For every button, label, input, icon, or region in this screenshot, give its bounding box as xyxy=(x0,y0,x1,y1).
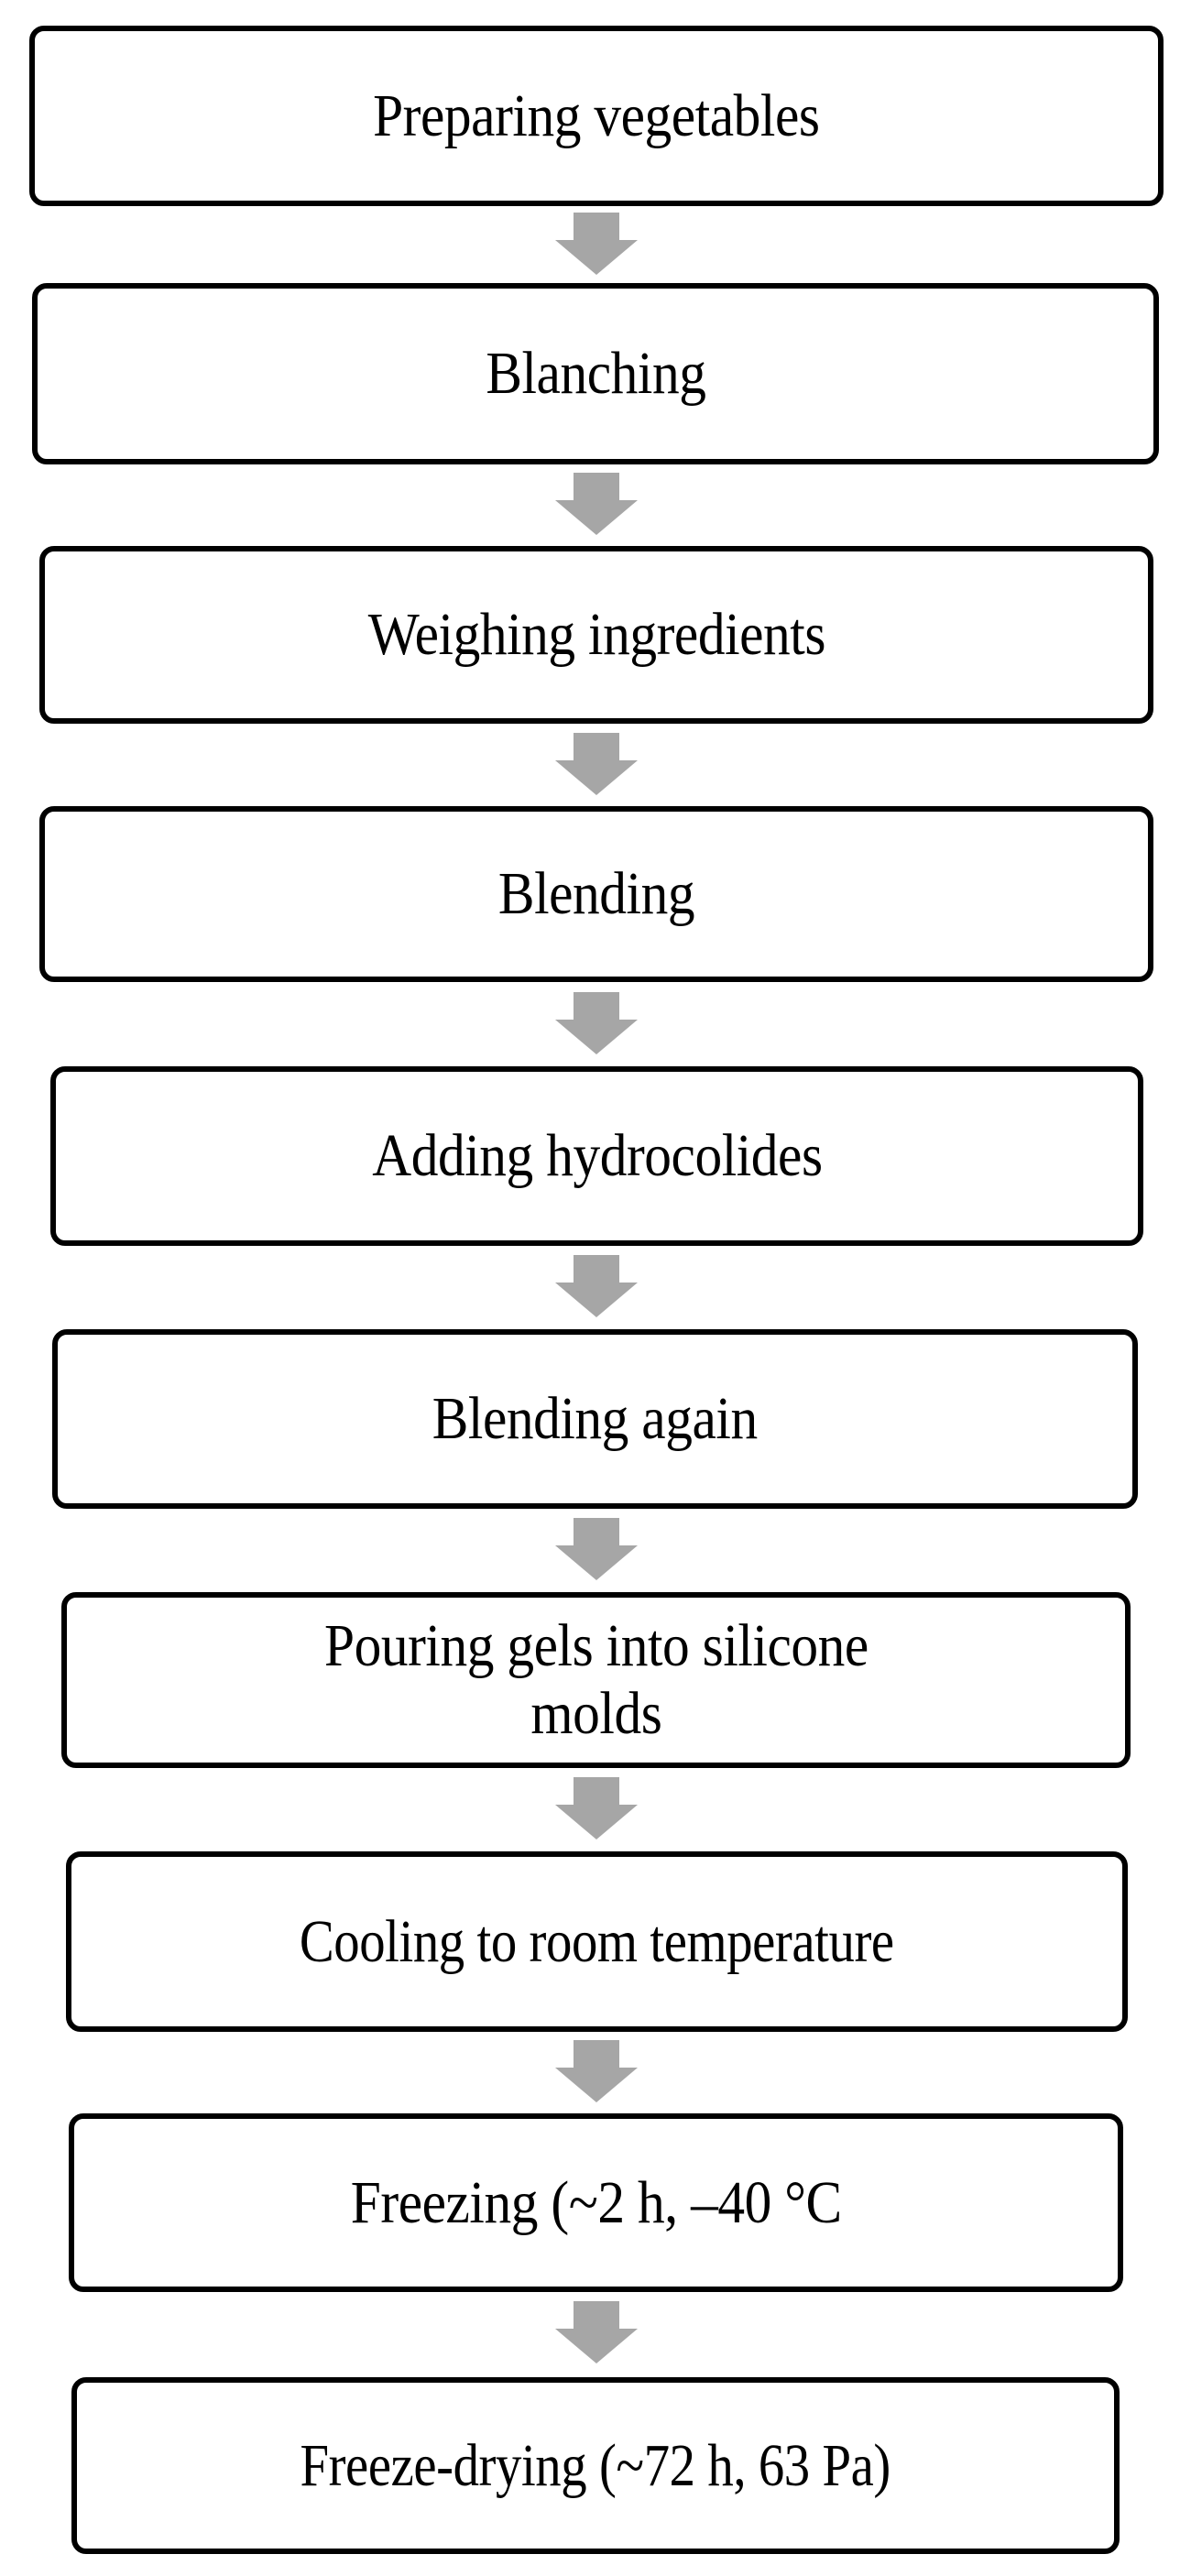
step-box-adding-hydrocolides: Adding hydrocolides xyxy=(50,1066,1143,1246)
step-box-preparing-vegetables: Preparing vegetables xyxy=(29,26,1164,206)
step-label: Freezing (~2 h, –40 °C xyxy=(350,2168,842,2236)
down-arrow-icon xyxy=(555,2301,638,2363)
step-label: Freeze-drying (~72 h, 63 Pa) xyxy=(300,2431,891,2499)
down-arrow-icon xyxy=(555,1255,638,1317)
step-label: Blanching xyxy=(485,340,706,407)
step-label: Cooling to room temperature xyxy=(300,1907,894,1975)
down-arrow-icon xyxy=(555,473,638,535)
step-label: Blending xyxy=(497,860,695,927)
step-box-pouring-gels: Pouring gels into silicone molds xyxy=(61,1592,1131,1768)
step-label: Adding hydrocolides xyxy=(371,1122,823,1189)
step-box-weighing-ingredients: Weighing ingredients xyxy=(39,546,1153,724)
step-label: Weighing ingredients xyxy=(367,601,825,668)
step-box-blending: Blending xyxy=(39,806,1153,982)
step-box-cooling: Cooling to room temperature xyxy=(66,1851,1128,2032)
down-arrow-icon xyxy=(555,992,638,1054)
down-arrow-icon xyxy=(555,1518,638,1580)
step-label: Blending again xyxy=(432,1385,758,1452)
step-label: Pouring gels into silicone molds xyxy=(323,1612,869,1747)
step-box-blending-again: Blending again xyxy=(52,1329,1138,1509)
step-box-freezing: Freezing (~2 h, –40 °C xyxy=(69,2113,1123,2292)
down-arrow-icon xyxy=(555,213,638,275)
down-arrow-icon xyxy=(555,2040,638,2102)
down-arrow-icon xyxy=(555,733,638,795)
step-box-blanching: Blanching xyxy=(32,283,1159,464)
step-label: Preparing vegetables xyxy=(373,82,820,149)
step-box-freeze-drying: Freeze-drying (~72 h, 63 Pa) xyxy=(71,2377,1120,2554)
down-arrow-icon xyxy=(555,1777,638,1839)
